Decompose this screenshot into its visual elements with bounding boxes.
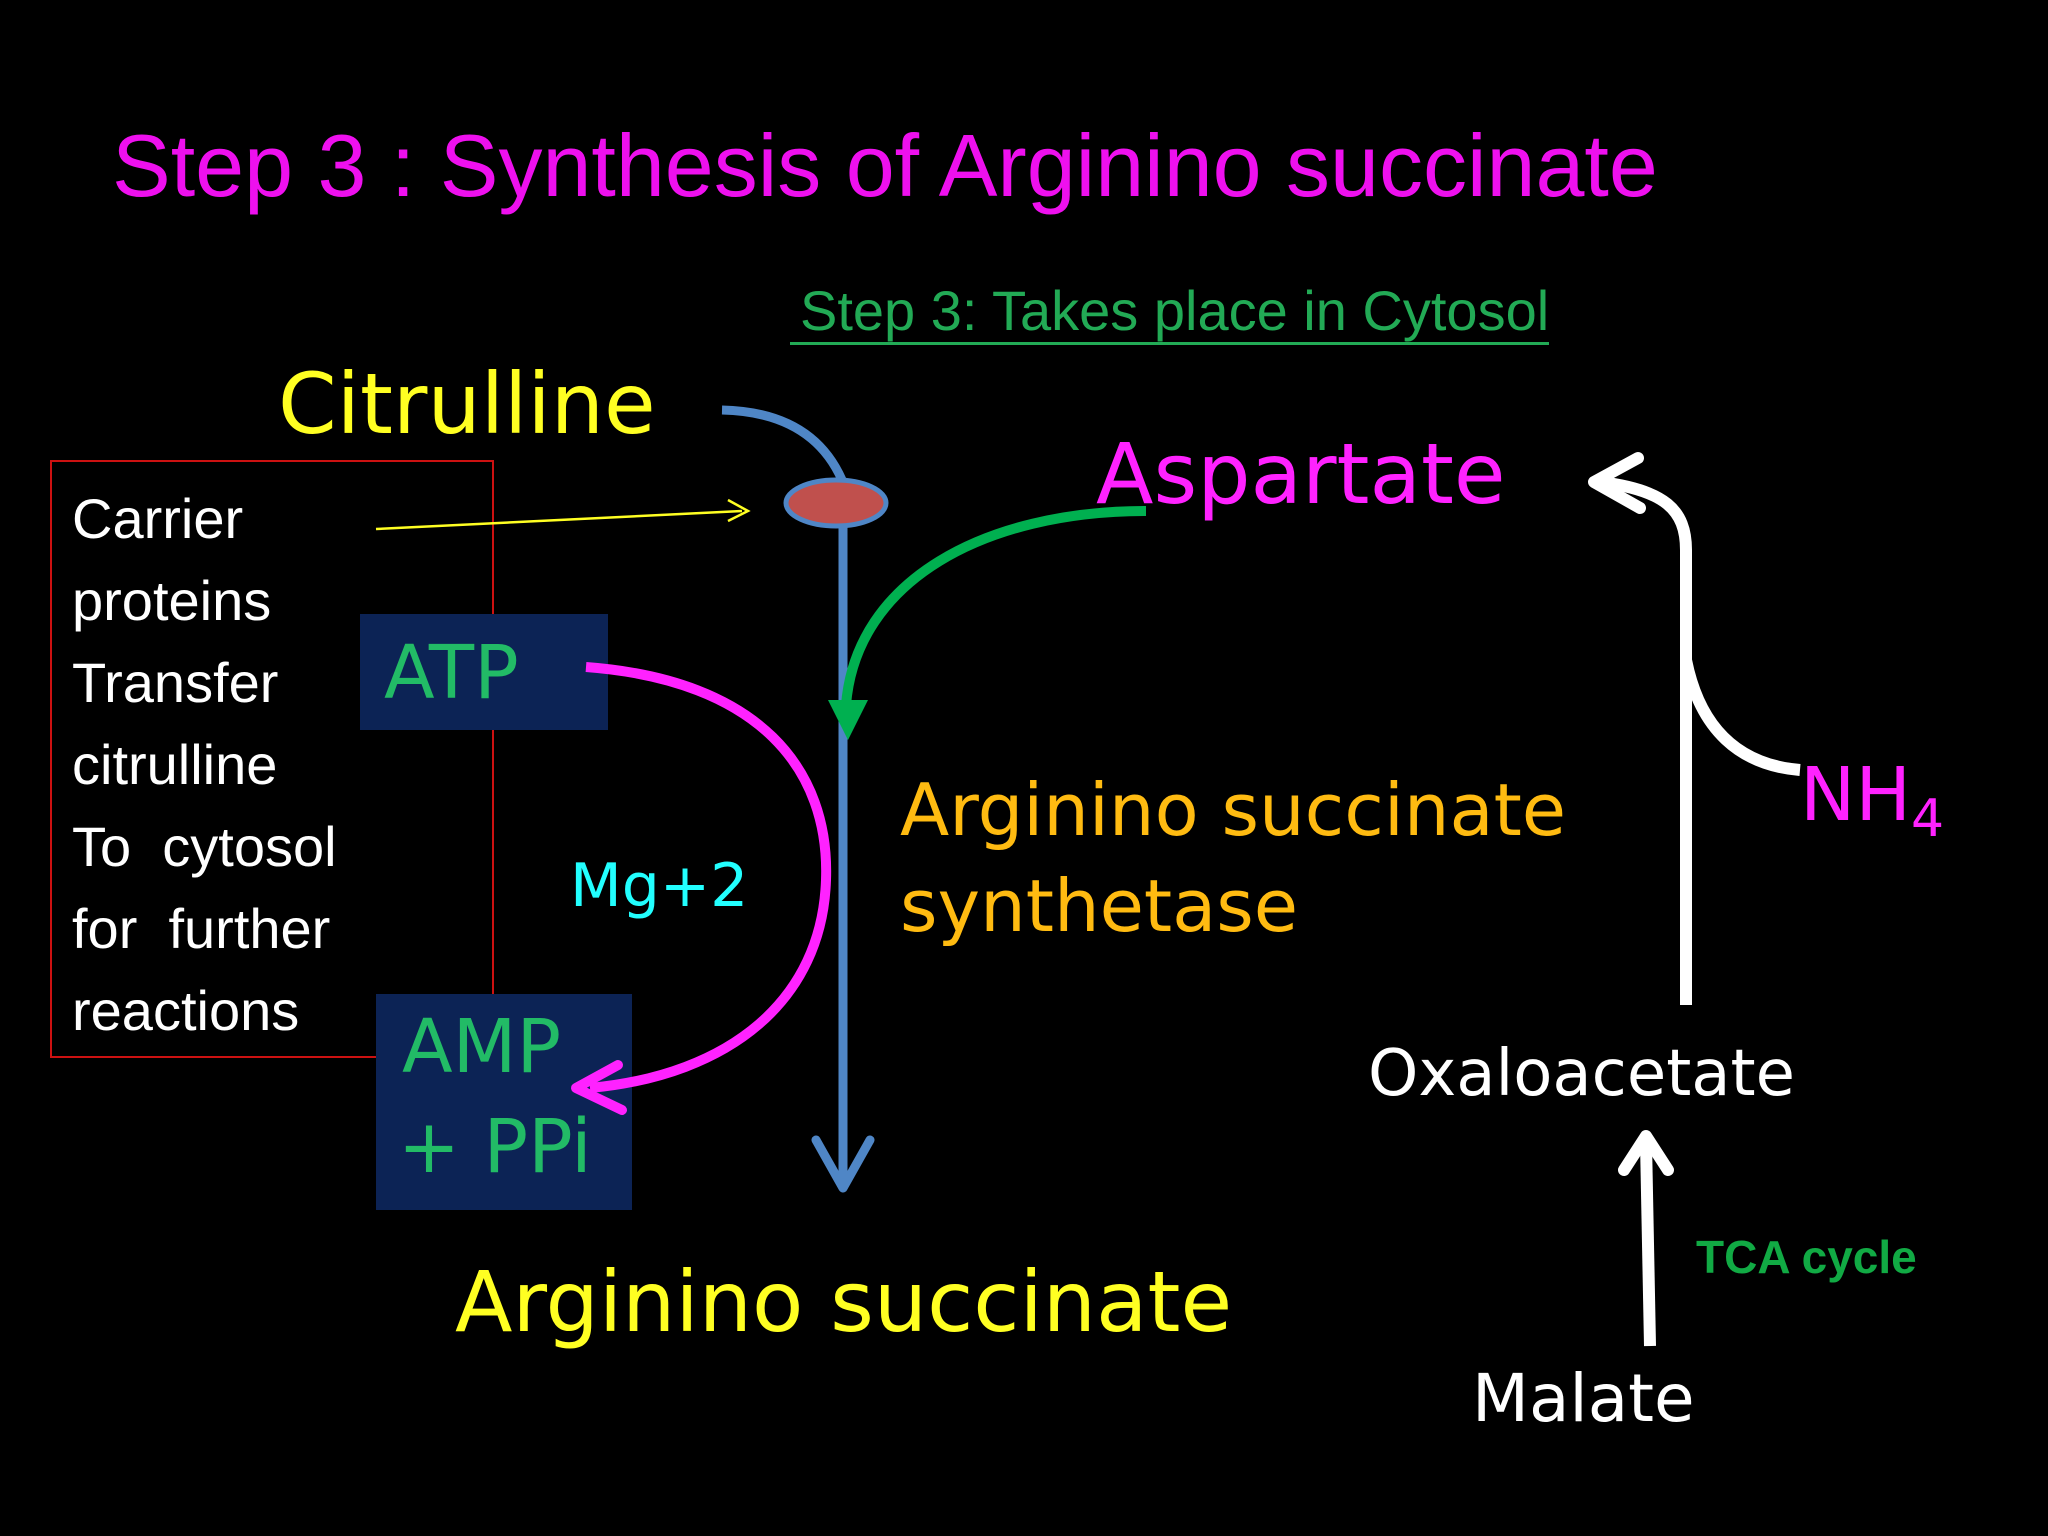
aspartate-arrowhead: [828, 700, 868, 740]
enzyme-label-line2: synthetase: [900, 864, 1299, 948]
aspartate-arrow: [841, 506, 1147, 706]
main-reaction-arrowhead: [811, 1135, 875, 1193]
aspartate-label: Aspartate: [1096, 425, 1506, 523]
carrier-pointer-head: [727, 498, 751, 523]
carrier-note-text: Carrier proteins Transfer citrulline To …: [72, 487, 337, 1042]
enzyme-label-line1: Arginino succinate: [900, 768, 1567, 852]
tca-cycle-label: TCA cycle: [1696, 1231, 1917, 1283]
atp-to-amp-arrow: [585, 662, 832, 1093]
citrulline-connector: [721, 405, 847, 482]
oxaloacetate-to-aspartate-arrowhead: [1588, 452, 1646, 514]
ppi-label: + PPi: [398, 1104, 592, 1190]
oxaloacetate-label: Oxaloacetate: [1368, 1037, 1795, 1111]
carrier-protein-shape: [783, 477, 889, 529]
amp-label: AMP: [402, 1004, 562, 1090]
nh4-branch: [1680, 658, 1801, 776]
nh4-label: NH4: [1800, 758, 1944, 845]
nh4-subscript: 4: [1911, 789, 1945, 849]
atp-box: [360, 614, 608, 730]
location-subtitle: Step 3: Takes place in Cytosol: [790, 280, 1550, 345]
oxaloacetate-to-aspartate-arrow: [1599, 476, 1692, 1005]
citrulline-label: Citrulline: [278, 355, 656, 453]
amp-ppi-box: [376, 994, 632, 1210]
atp-label: ATP: [384, 630, 519, 716]
malate-to-oxaloacetate-arrow: [1640, 1141, 1656, 1347]
malate-to-oxaloacetate-arrowhead: [1618, 1130, 1674, 1176]
product-label: Arginino succinate: [455, 1253, 1233, 1351]
nh4-base: NH: [1800, 752, 1911, 838]
mg-cofactor-label: Mg+2: [570, 851, 749, 921]
carrier-pointer-line: [375, 509, 743, 531]
atp-to-amp-arrowhead: [571, 1060, 627, 1115]
page-title: Step 3 : Synthesis of Arginino succinate: [112, 116, 1658, 215]
note-box: [50, 460, 494, 1058]
malate-label: Malate: [1472, 1360, 1695, 1437]
